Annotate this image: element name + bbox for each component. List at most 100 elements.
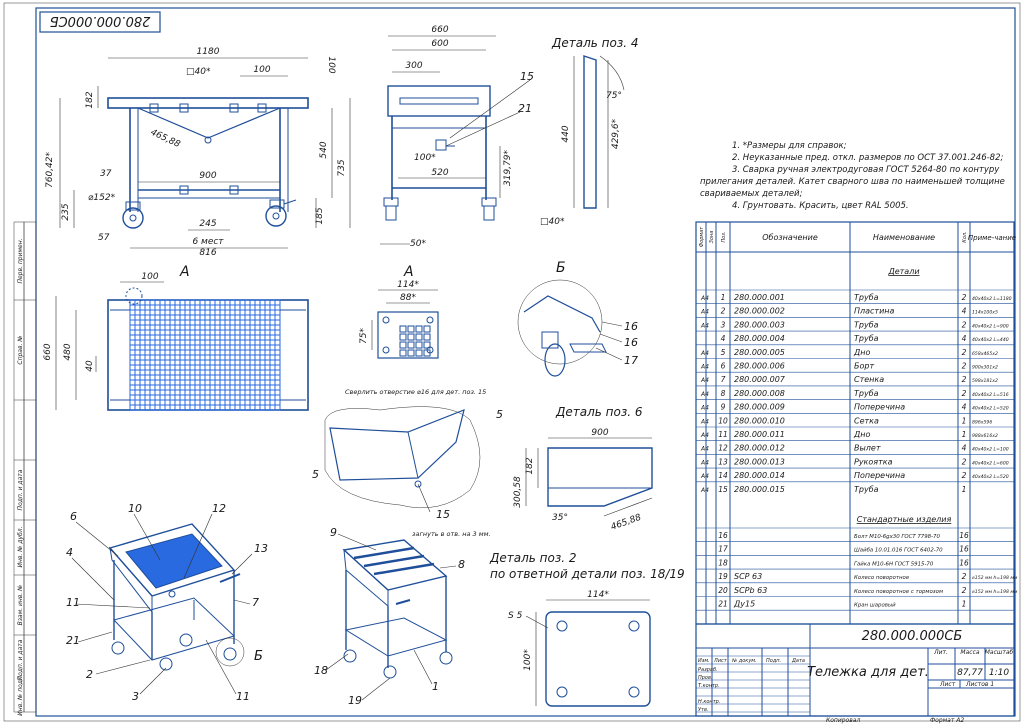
- bom-header-zone: Зона: [709, 231, 715, 244]
- bom-cell-q: 2: [962, 320, 967, 329]
- bom-cell-note: 598х181х2: [972, 378, 998, 384]
- callout-B-17: 17: [624, 354, 638, 367]
- side-label-4: Инв. № дубл.: [17, 526, 24, 567]
- bom-cell-note: 658х465х2: [972, 351, 998, 357]
- bom-cell-f: A4: [700, 377, 709, 384]
- dim-816: 816: [199, 248, 216, 258]
- detail-6-title: Деталь поз. 6: [555, 405, 643, 419]
- bom-cell-f: A4: [700, 322, 709, 329]
- bom-cell-name: Поперечина: [854, 403, 905, 412]
- bom-cell-f: A4: [700, 364, 709, 371]
- drill-note: Сверлить отверстие ⌀16 для дет. поз. 15: [345, 388, 486, 396]
- dim-300: 300: [405, 61, 422, 71]
- detail-2-subtitle: по ответной детали поз. 18/19: [490, 567, 685, 581]
- note-3b: прилегания деталей. Катет сварного шва п…: [700, 177, 1005, 187]
- bom-cell-des: 280.000.011: [734, 430, 785, 439]
- bom-cell-f: A4: [700, 432, 709, 439]
- dim-37: 37: [100, 169, 112, 179]
- outer-frame: [3, 2, 1021, 722]
- title-role-3: Т.контр.: [698, 683, 720, 689]
- bom-cell-name: Поперечина: [854, 471, 905, 480]
- bom-header-name: Наименование: [873, 233, 935, 242]
- bom-cell-note: 988х616х2: [972, 433, 998, 439]
- bom-cell-des: Ду15: [733, 600, 755, 609]
- dim-760-42: 760,42*: [45, 152, 55, 188]
- dim-A-660: 660: [43, 343, 53, 360]
- bom-cell-name: Кран шаровый: [854, 603, 896, 609]
- bom-cell-p: 4: [721, 334, 726, 343]
- side-label-1: Перв. примен.: [17, 238, 24, 283]
- bom-cell-name: Шайба 10.01.016 ГОСТ 6402-70: [854, 548, 943, 554]
- front-wheel-right: [265, 205, 287, 227]
- bom-cell-name: Труба: [854, 485, 879, 494]
- bom-cell-p: 3: [721, 320, 726, 329]
- title-block: 280.000.000СБ Тележка для дет. Лит. Масс…: [695, 623, 1015, 724]
- bom-header-qty: Кол.: [962, 231, 968, 242]
- note-3c: свариваемых деталей;: [700, 189, 803, 199]
- dim-6-182: 182: [525, 457, 535, 474]
- callout-21: 21: [518, 102, 532, 115]
- bom-cell-des: 280.000.005: [734, 348, 785, 357]
- bom-cell-q: 16: [959, 545, 969, 554]
- callout-8: 8: [458, 558, 465, 571]
- callout-2: 2: [86, 668, 93, 681]
- dim-520: 520: [431, 168, 448, 178]
- iso-view-left: 10 12 6 13 4 11 7 21 2 3 11 Б: [66, 502, 268, 703]
- bom-cell-p: 16: [718, 531, 728, 540]
- title-row-list: Лист: [713, 658, 728, 664]
- bom-cell-f: A4: [700, 391, 709, 398]
- dim-429-6: 429,6*: [611, 118, 621, 149]
- bom-cell-q: 16: [959, 558, 969, 567]
- side-margin: Перв. примен. Справ. № Подп. и дата Инв.…: [13, 221, 37, 716]
- title-copied: Копировал: [826, 717, 860, 724]
- dim-2-100: 100*: [523, 649, 533, 671]
- notes-block: 1. *Размеры для справок; 2. Неуказанные …: [700, 141, 1005, 211]
- dim-A-100: 100: [141, 272, 158, 282]
- dim-540: 540: [319, 141, 329, 158]
- dim-735: 735: [337, 159, 347, 176]
- bom-cell-q: 2: [962, 348, 967, 357]
- dim-182: 182: [85, 91, 95, 108]
- dim-900: 900: [199, 171, 216, 181]
- view-A-label-2: А: [403, 264, 414, 280]
- bom-cell-name: Стенка: [854, 375, 884, 384]
- side-label-2: Справ. №: [17, 335, 24, 364]
- bom-cell-q: 4: [962, 307, 967, 316]
- front-view: 1180 □40* 100 100 182 465,88 760,42* 540…: [45, 47, 351, 258]
- callout-1: 1: [432, 680, 439, 693]
- side-view: 660 600 300 15 21 100* 520 319,79* 50*: [380, 25, 534, 249]
- bom-cell-p: 13: [718, 457, 728, 466]
- bom-cell-f: A4: [700, 487, 709, 494]
- bom-cell-q: 1: [962, 430, 967, 439]
- dim-57: 57: [98, 233, 110, 243]
- dim-6-900: 900: [591, 428, 608, 438]
- title-role-1: Разраб.: [698, 667, 718, 673]
- bom-cell-f: A4: [700, 350, 709, 357]
- bom-cell-note: 40х40х2 L=516: [972, 392, 1009, 398]
- bom-header-designation: Обозначение: [762, 233, 818, 242]
- bom-cell-note: 40х40х2 L=520: [972, 406, 1009, 412]
- bom-cell-q: 2: [962, 586, 967, 595]
- title-name: Тележка для дет.: [807, 665, 929, 680]
- callout-12: 12: [212, 502, 226, 515]
- bend-note: загнуть в отв. на 3 мм.: [412, 530, 491, 538]
- bom-cell-f: A4: [700, 405, 709, 412]
- bom-cell-p: 17: [718, 545, 728, 554]
- view-B-label: Б: [556, 260, 566, 276]
- bom-cell-f: A4: [700, 295, 709, 302]
- callout-B-16a: 16: [624, 320, 638, 333]
- bom-cell-f: A4: [700, 473, 709, 480]
- detail-4-view: Деталь поз. 4 440 429,6* 75° □40*: [540, 36, 639, 227]
- dim-88: 88*: [400, 293, 416, 303]
- bom-cell-name: Пластина: [854, 307, 895, 316]
- dim-2-114: 114*: [587, 590, 609, 600]
- iso-view-middle: 9 8 18 19 1: [314, 526, 465, 707]
- bom-cell-des: 280.000.003: [734, 320, 785, 329]
- side-label-7: Инв. № подл.: [17, 674, 24, 715]
- callout-7: 7: [252, 596, 259, 609]
- bom-cell-name: Труба: [854, 334, 879, 343]
- bom-cell-des: 280.000.007: [734, 375, 786, 384]
- bom-section-standard: Стандартные изделия: [857, 515, 952, 524]
- note-1: 1. *Размеры для справок;: [732, 141, 847, 151]
